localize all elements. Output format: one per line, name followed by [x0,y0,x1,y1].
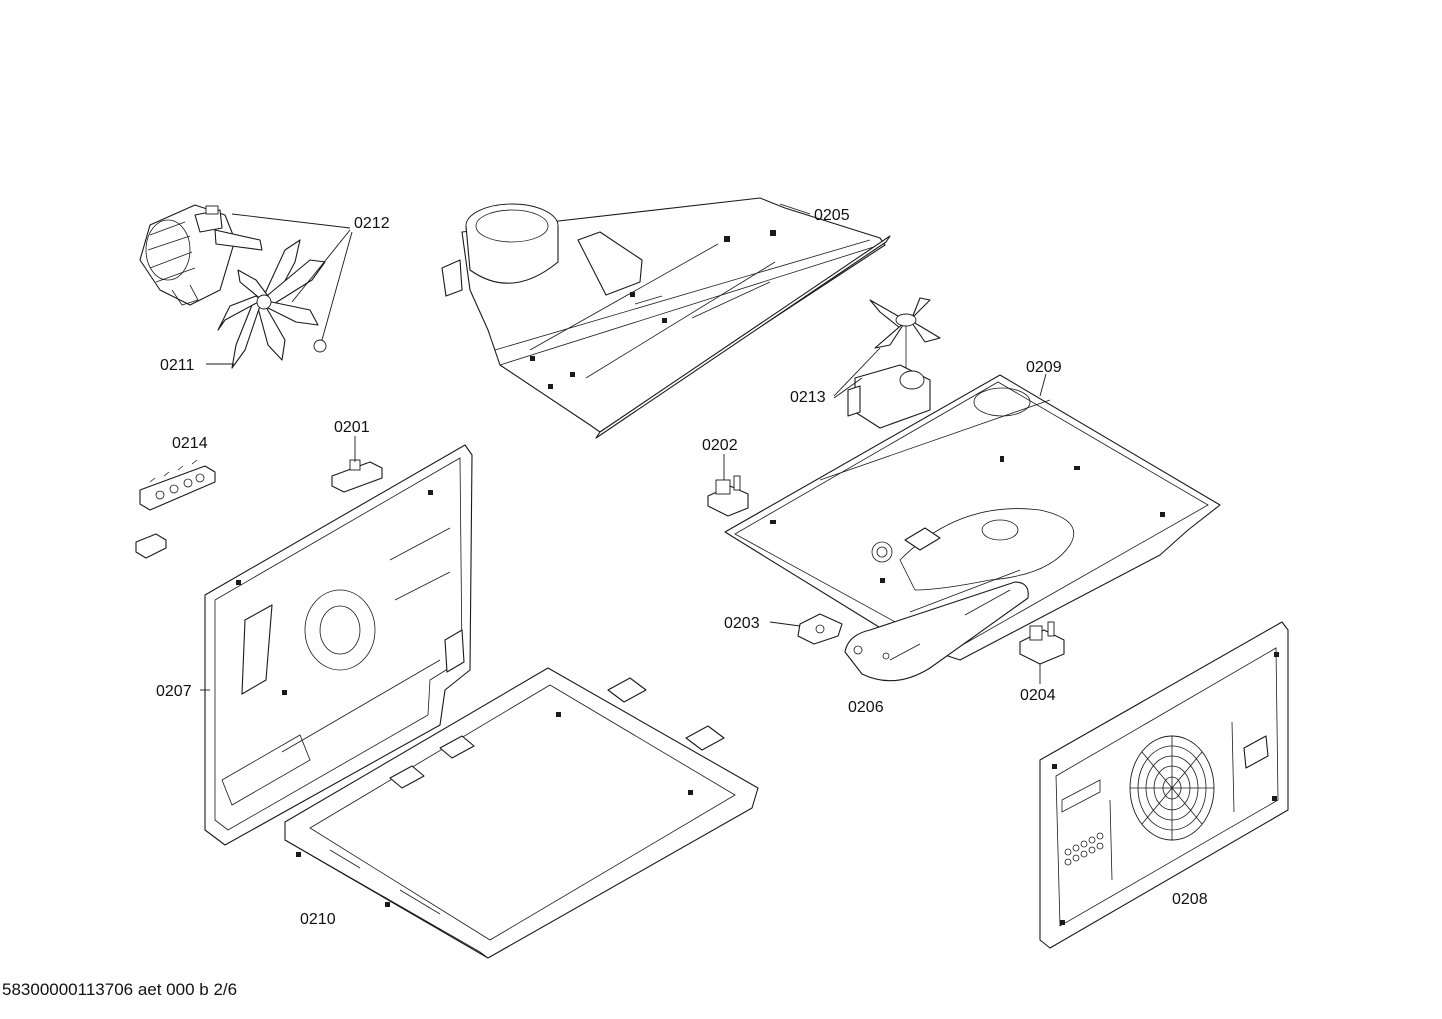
label-0203: 0203 [724,615,760,632]
part-0202-thermostat[interactable] [707,475,749,517]
leader-0209 [1039,373,1047,397]
part-0201-switch[interactable] [331,459,383,493]
leader-0205 [779,203,811,215]
document-id: 58300000113706 aet 000 b 2/6 [2,980,238,999]
part-0211-fan-motor-assembly[interactable] [139,204,327,369]
label-0202: 0202 [702,437,738,454]
label-0213: 0213 [790,389,826,406]
leader-0213b [833,377,863,399]
label-0204: 0204 [1020,687,1056,704]
label-0208: 0208 [1172,891,1208,908]
label-0205: 0205 [814,207,850,224]
label-0212: 0212 [354,215,390,232]
leader-0212 [231,213,353,341]
part-0210-bottom-panel[interactable] [284,667,759,959]
leader-0203 [769,621,801,627]
label-0214: 0214 [172,435,208,452]
part-0206-fan-cover-plate[interactable] [844,581,1029,682]
part-0214-terminal-block[interactable] [135,459,216,559]
label-0209: 0209 [1026,359,1062,376]
label-0211: 0211 [160,357,195,374]
part-0209-top-panel[interactable] [724,374,1221,661]
part-0213-cooling-fan[interactable] [847,297,941,429]
control-knob-holes [1064,832,1104,866]
part-0208-rear-wall[interactable] [1039,621,1289,949]
label-0201: 0201 [334,419,370,436]
part-0207-rear-panel[interactable] [204,444,473,846]
label-0206: 0206 [848,699,884,716]
label-0207: 0207 [156,683,192,700]
part-0205-air-duct[interactable] [441,197,891,439]
part-0204-thermostat[interactable] [1019,621,1065,665]
leader-0213a [833,347,881,397]
part-0203-clip[interactable] [797,613,843,645]
label-0210: 0210 [300,911,336,928]
